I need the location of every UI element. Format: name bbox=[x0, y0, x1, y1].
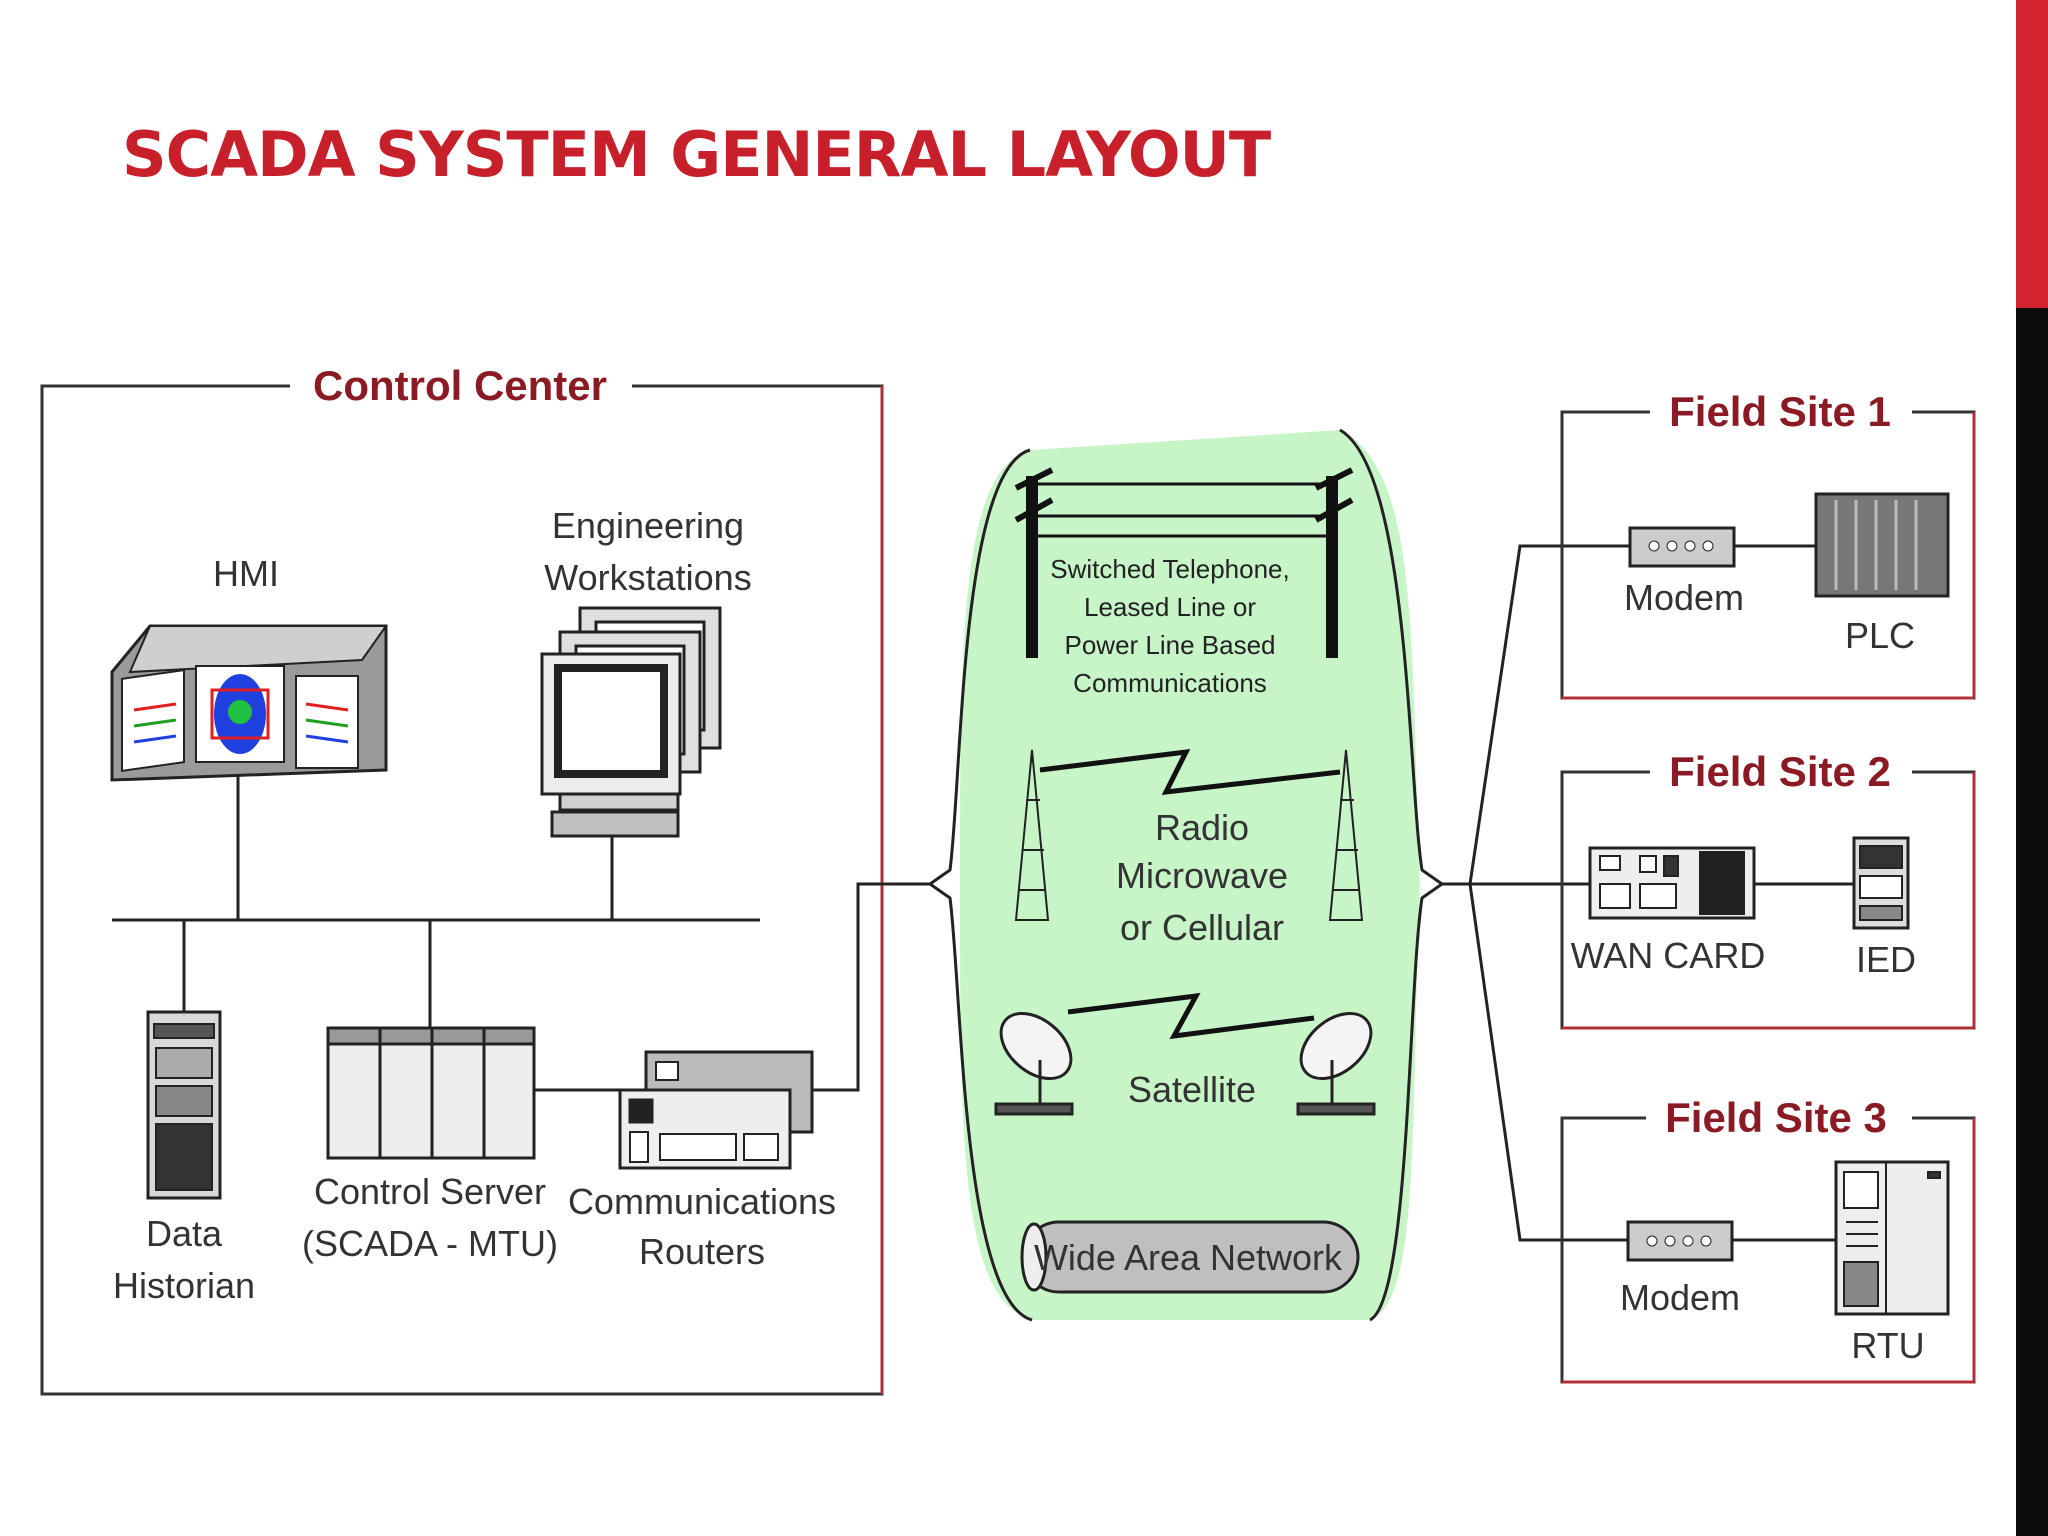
hmi-console-icon bbox=[110, 624, 388, 782]
field-site-3-left-label: Modem bbox=[1620, 1277, 1740, 1318]
telephone-pole-icon bbox=[1014, 467, 1354, 658]
server-label-line2: (SCADA - MTU) bbox=[302, 1223, 558, 1264]
control-center-frame: Control Center bbox=[40, 362, 884, 1396]
lan-bus bbox=[112, 770, 930, 1092]
rtu-icon bbox=[1834, 1160, 1950, 1316]
engineering-label-line1: Engineering bbox=[552, 505, 744, 546]
field-site-3-right-label: RTU bbox=[1851, 1325, 1924, 1366]
field-site-1-left-label: Modem bbox=[1624, 577, 1744, 618]
historian-label-line1: Data bbox=[146, 1213, 223, 1254]
field-site-2-left-label: WAN CARD bbox=[1571, 935, 1766, 976]
accent-bar-black bbox=[2016, 308, 2048, 1536]
satellite-dish-icon bbox=[994, 992, 1376, 1116]
communications-router-icon bbox=[618, 1050, 814, 1170]
control-server-icon bbox=[326, 1026, 536, 1160]
radio-tower-icon bbox=[1014, 748, 1364, 921]
satellite-label: Satellite bbox=[1128, 1069, 1256, 1110]
wired-label-line1: Switched Telephone, bbox=[1050, 554, 1289, 584]
field-site-1-right-label: PLC bbox=[1845, 615, 1915, 656]
accent-bar-red bbox=[2016, 0, 2048, 308]
data-historian-icon bbox=[146, 1010, 222, 1200]
wan-pipe bbox=[1020, 1220, 1360, 1294]
modem-icon bbox=[1626, 1220, 1734, 1262]
wired-label-line3: Power Line Based bbox=[1064, 630, 1275, 660]
modem-icon bbox=[1628, 526, 1736, 568]
wired-label-line2: Leased Line or bbox=[1084, 592, 1256, 622]
field-site-2-right-label: IED bbox=[1856, 939, 1916, 980]
radio-label-line3: or Cellular bbox=[1120, 907, 1284, 948]
control-center-title: Control Center bbox=[313, 362, 607, 409]
plc-icon bbox=[1814, 492, 1950, 598]
field-site-2-frame: Field Site 2 WAN CARD IED bbox=[1560, 748, 1976, 1030]
field-links bbox=[1442, 544, 1642, 1242]
field-site-2-title: Field Site 2 bbox=[1669, 748, 1891, 795]
wan-label: Wide Area Network bbox=[1034, 1237, 1343, 1278]
engineering-label-line2: Workstations bbox=[544, 557, 751, 598]
server-label-line1: Control Server bbox=[314, 1171, 546, 1212]
field-site-1-frame: Field Site 1 Modem PLC bbox=[1560, 388, 1976, 700]
engineering-workstation-icon bbox=[540, 606, 722, 838]
radio-label-line1: Radio bbox=[1155, 807, 1249, 848]
ied-icon bbox=[1852, 836, 1910, 930]
wan-card-icon bbox=[1588, 846, 1756, 920]
routers-label-line2: Routers bbox=[639, 1231, 765, 1272]
wired-label-line4: Communications bbox=[1073, 668, 1267, 698]
radio-label-line2: Microwave bbox=[1116, 855, 1288, 896]
field-site-3-title: Field Site 3 bbox=[1665, 1094, 1887, 1141]
hmi-label: HMI bbox=[213, 553, 279, 594]
slide-title: SCADA SYSTEM GENERAL LAYOUT bbox=[122, 118, 1271, 191]
field-site-1-title: Field Site 1 bbox=[1669, 388, 1891, 435]
historian-label-line2: Historian bbox=[113, 1265, 255, 1306]
routers-label-line1: Communications bbox=[568, 1181, 836, 1222]
field-site-3-frame: Field Site 3 Modem RTU bbox=[1560, 1094, 1976, 1384]
